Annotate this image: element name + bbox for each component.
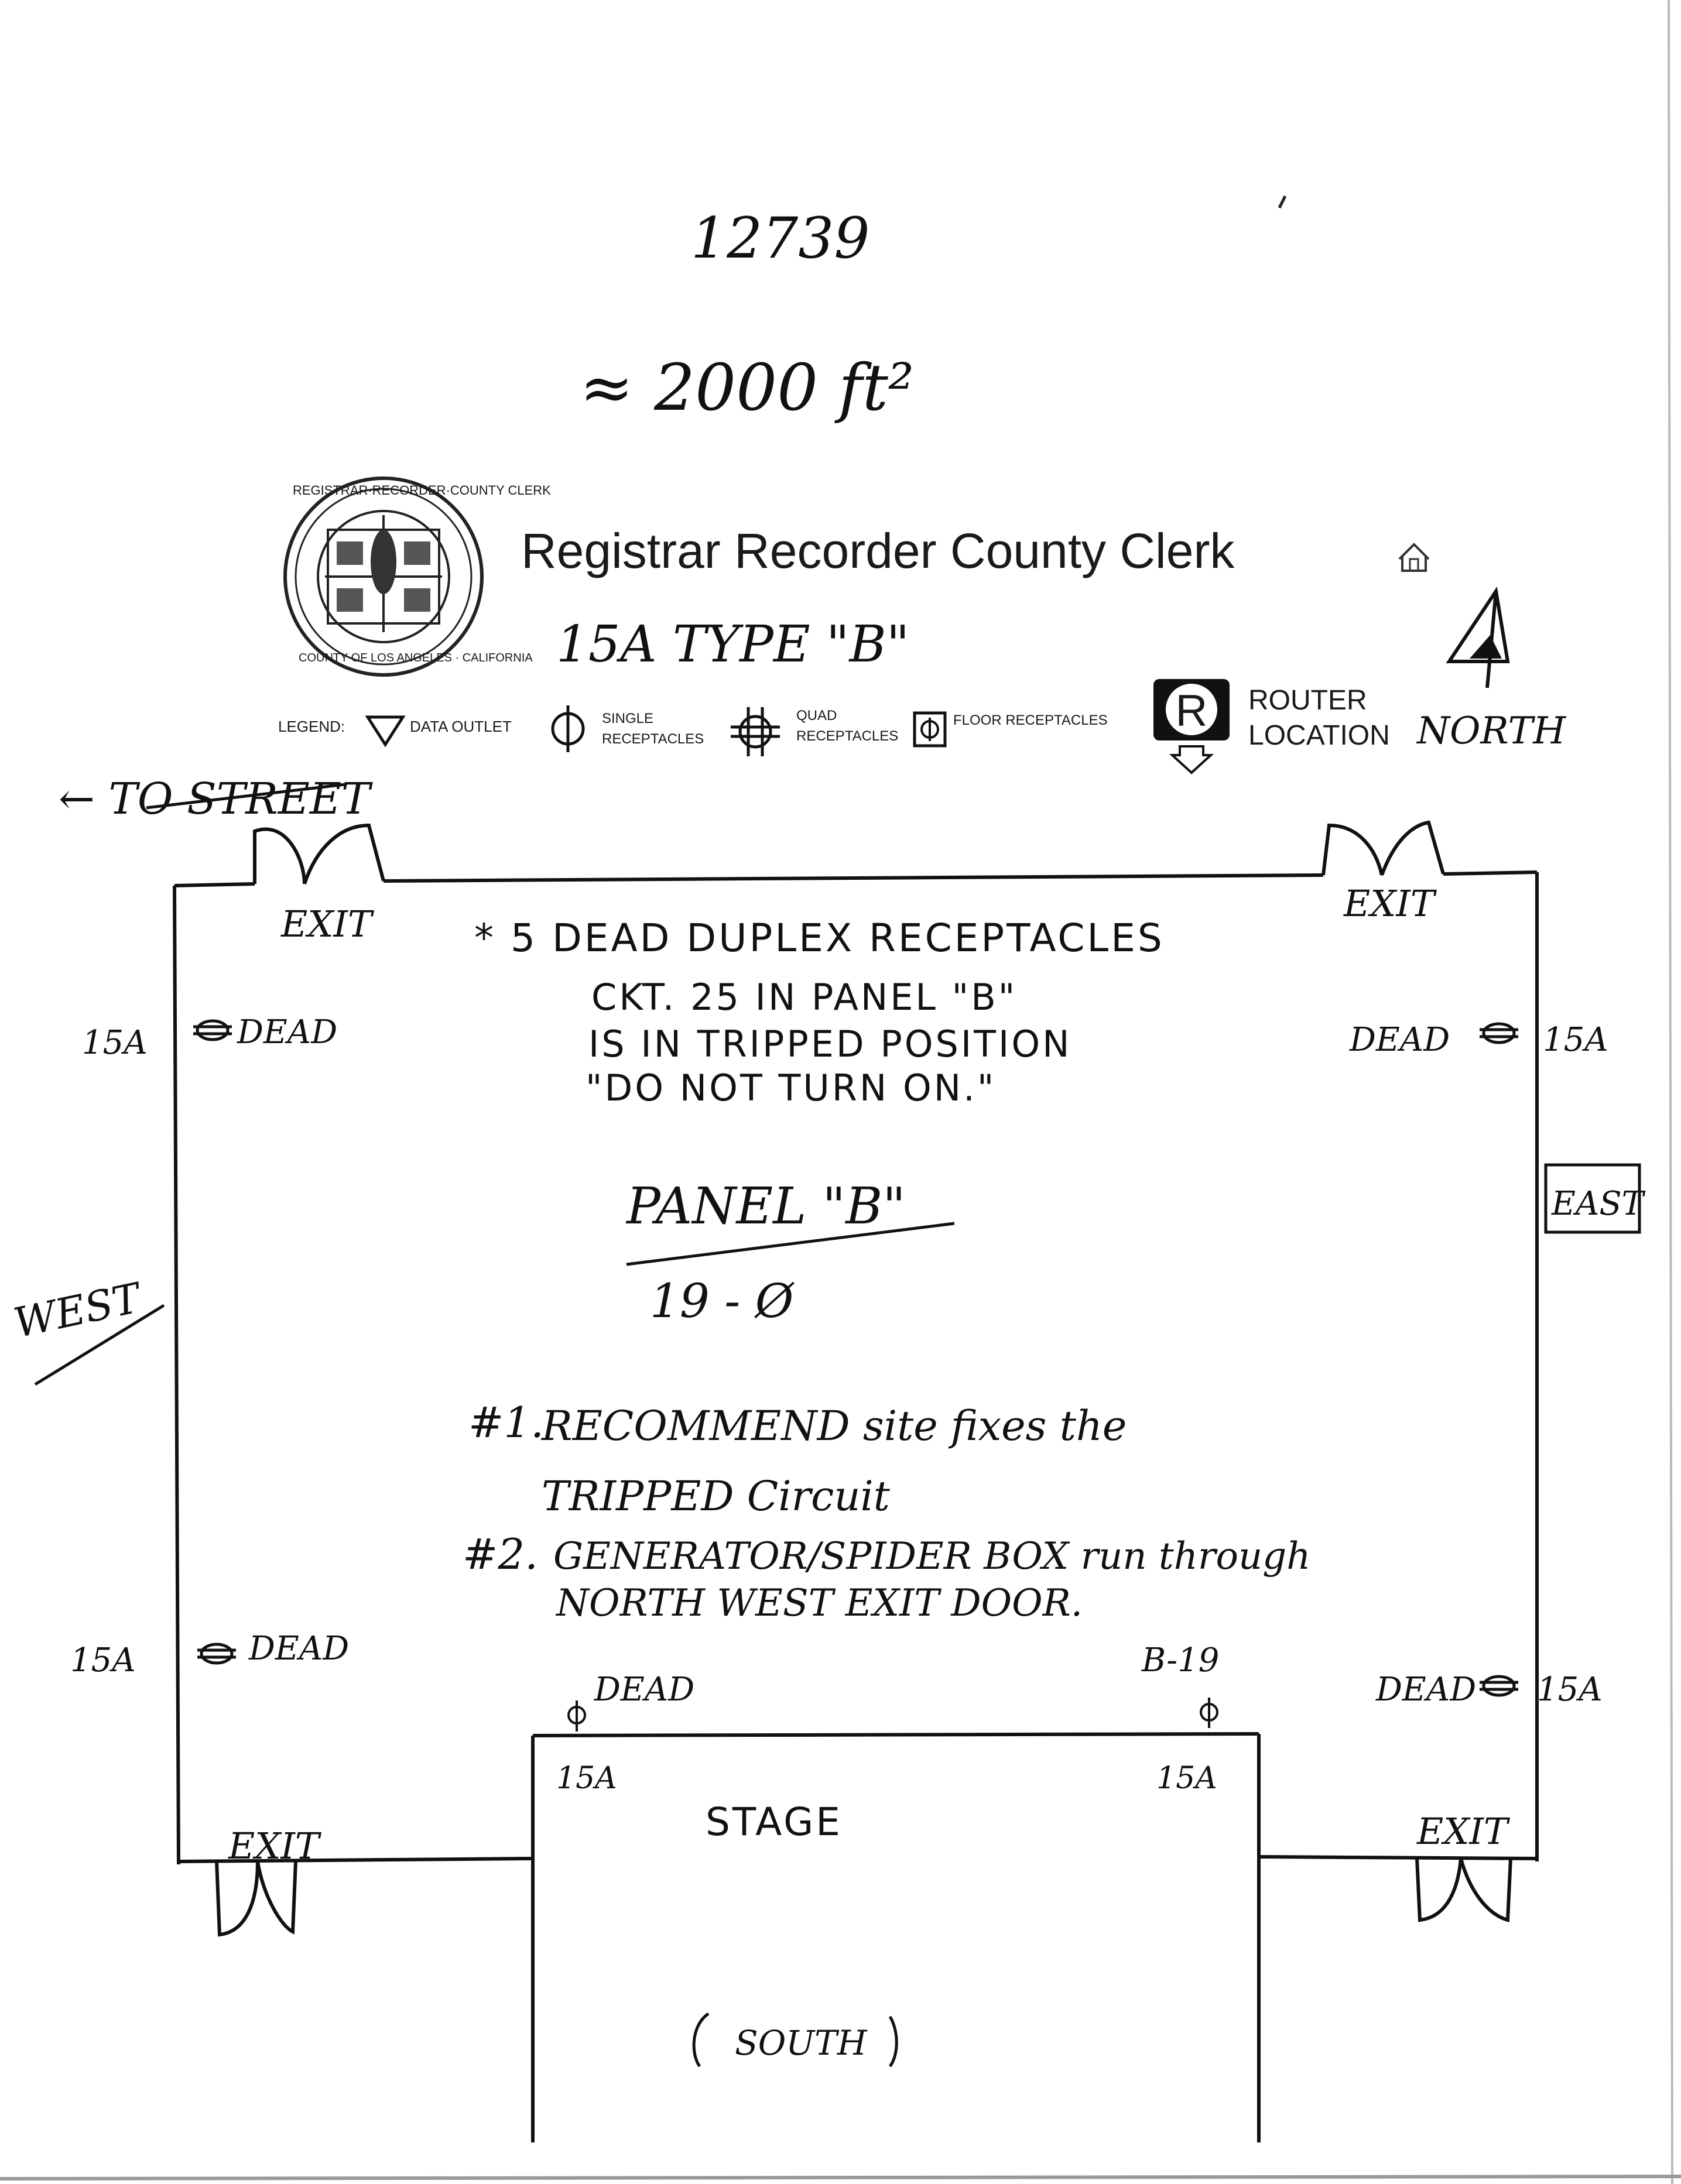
rec-1-line-a: RECOMMEND site fixes the bbox=[540, 1402, 1127, 1450]
outlet-nw-icon bbox=[193, 1019, 232, 1041]
door-sw bbox=[215, 1861, 297, 1937]
note-line-3: IS IN TRIPPED POSITION bbox=[588, 1023, 1072, 1065]
panel-label: PANEL "B" bbox=[625, 1177, 906, 1236]
exit-nw: EXIT bbox=[280, 903, 375, 945]
router-location-icon bbox=[1153, 679, 1230, 774]
outlet-nw-status: DEAD bbox=[237, 1013, 337, 1051]
org-title: Registrar Recorder County Clerk bbox=[521, 523, 1235, 578]
north-label: NORTH bbox=[1416, 709, 1566, 753]
east-box bbox=[1544, 1163, 1641, 1234]
legend-quad-2: RECEPTACLES bbox=[796, 728, 898, 744]
south-label: SOUTH bbox=[735, 2023, 868, 2063]
outlet-se-amp: 15A bbox=[1537, 1671, 1603, 1709]
legend-router-2: LOCATION bbox=[1248, 720, 1390, 751]
exit-se: EXIT bbox=[1416, 1810, 1511, 1853]
outlet-nw-amp: 15A bbox=[82, 1024, 148, 1062]
note-line-4: "DO NOT TURN ON." bbox=[586, 1067, 996, 1109]
page-edge bbox=[1668, 0, 1673, 2184]
single-receptacle-icon bbox=[551, 705, 585, 752]
rec-2-line-b: NORTH WEST EXIT DOOR. bbox=[555, 1582, 1083, 1625]
floor-receptacle-icon bbox=[913, 711, 947, 748]
panel-type-subtitle: 15A TYPE "B" bbox=[556, 615, 909, 674]
room-outline bbox=[173, 870, 1539, 2142]
outlet-stage-right-label: B-19 bbox=[1141, 1641, 1219, 1679]
stage-label: STAGE bbox=[706, 1799, 843, 1844]
page-bottom-edge bbox=[0, 2175, 1681, 2180]
data-outlet-icon bbox=[365, 715, 406, 748]
rec-2-line-a: GENERATOR/SPIDER BOX run through bbox=[553, 1535, 1310, 1578]
legend-quad-1: QUAD bbox=[796, 708, 837, 724]
stray-mark bbox=[1278, 195, 1287, 209]
door-ne bbox=[1321, 820, 1445, 876]
south-bracket bbox=[692, 2012, 898, 2068]
outlet-stage-left-icon bbox=[567, 1700, 586, 1732]
legend-single-1: SINGLE bbox=[602, 711, 653, 726]
legend-floor: FLOOR RECEPTACLES bbox=[953, 712, 1108, 728]
outlet-stage-right-icon bbox=[1200, 1698, 1218, 1728]
door-se bbox=[1415, 1858, 1512, 1922]
north-arrow-icon bbox=[1446, 587, 1510, 688]
outlet-sw-amp: 15A bbox=[70, 1641, 136, 1679]
outlet-sw-icon bbox=[197, 1643, 236, 1665]
router-letter: R bbox=[1176, 686, 1208, 736]
home-icon bbox=[1398, 543, 1430, 572]
rec-2-number: #2. bbox=[463, 1530, 538, 1579]
legend-single-2: RECEPTACLES bbox=[602, 731, 704, 747]
west-label: WEST bbox=[9, 1273, 146, 1347]
legend-data-outlet: DATA OUTLET bbox=[410, 718, 512, 735]
note-line-1: * 5 DEAD DUPLEX RECEPTACLES bbox=[474, 916, 1165, 961]
door-nw bbox=[253, 823, 385, 884]
outlet-ne-status: DEAD bbox=[1349, 1021, 1450, 1059]
exit-ne: EXIT bbox=[1343, 882, 1437, 925]
county-seal bbox=[283, 476, 484, 677]
seal-bottom-text: COUNTY OF LOS ANGELES · CALIFORNIA bbox=[299, 652, 533, 664]
legend-router-1: ROUTER bbox=[1248, 685, 1367, 716]
east-label: EAST bbox=[1551, 1185, 1646, 1223]
form-number: 12739 bbox=[691, 205, 869, 271]
area-estimate: ≈ 2000 ft² bbox=[580, 350, 914, 425]
outlet-se-status: DEAD bbox=[1375, 1671, 1476, 1709]
outlet-ne-icon bbox=[1480, 1022, 1518, 1044]
outlet-se-icon bbox=[1480, 1675, 1518, 1697]
to-street-underline bbox=[146, 783, 346, 810]
outlet-stage-left-amp: 15A bbox=[556, 1761, 617, 1796]
panel-underline bbox=[626, 1222, 955, 1266]
outlet-ne-amp: 15A bbox=[1543, 1021, 1608, 1059]
outlet-stage-left-status: DEAD bbox=[594, 1671, 694, 1709]
rec-1-line-b: TRIPPED Circuit bbox=[542, 1472, 891, 1520]
seal-top-text: REGISTRAR·RECORDER·COUNTY CLERK bbox=[293, 483, 551, 498]
outlet-stage-right-amp: 15A bbox=[1156, 1761, 1217, 1796]
exit-sw: EXIT bbox=[228, 1825, 322, 1867]
outlet-sw-status: DEAD bbox=[248, 1630, 349, 1668]
note-line-2: CKT. 25 IN PANEL "B" bbox=[591, 976, 1017, 1019]
panel-circuit: 19 - Ø bbox=[650, 1274, 795, 1328]
rec-1-number: #1. bbox=[468, 1398, 544, 1447]
legend-label: LEGEND: bbox=[278, 718, 345, 735]
quad-receptacle-icon bbox=[731, 707, 780, 756]
west-underline bbox=[34, 1304, 165, 1386]
